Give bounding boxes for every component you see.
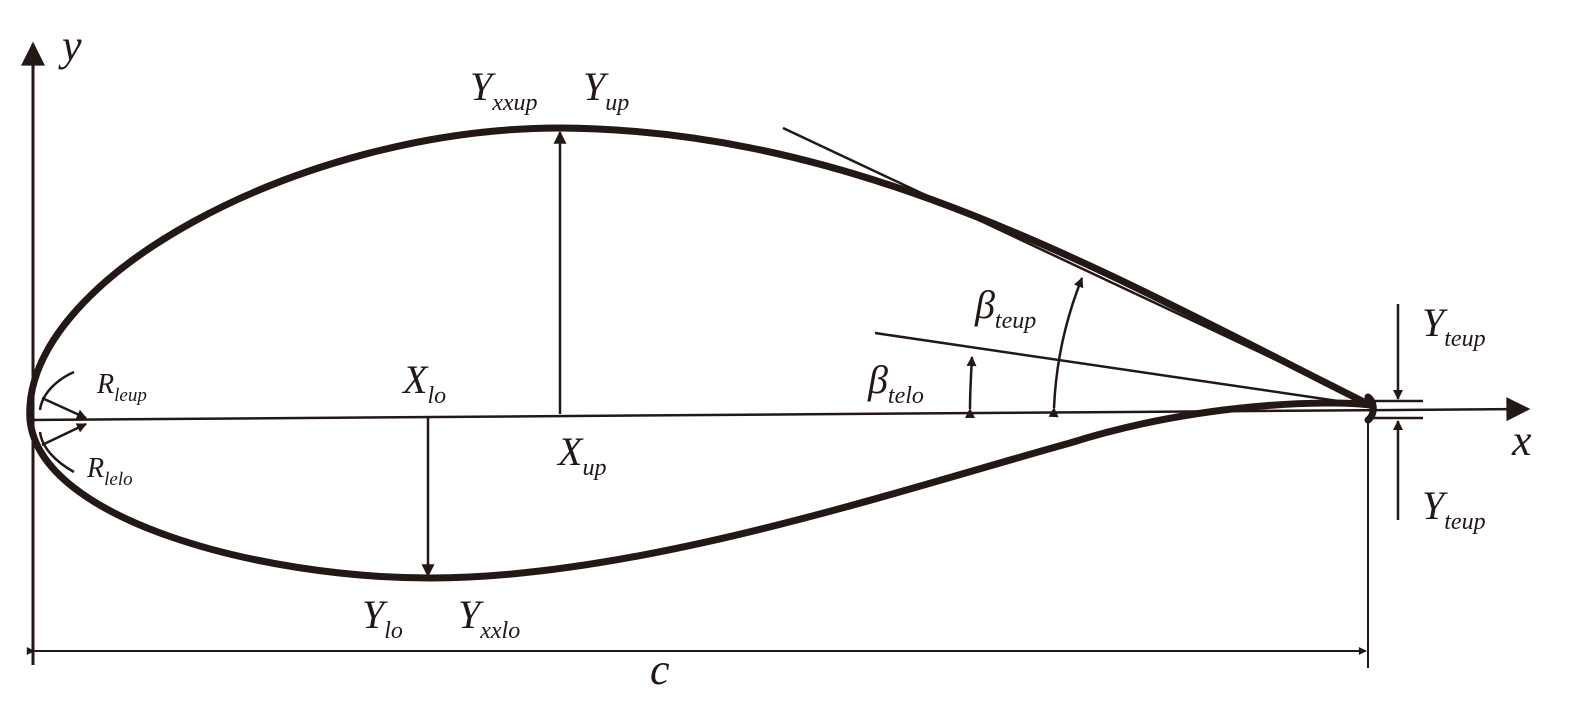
beta-teup-arc [1048, 277, 1084, 418]
label-yteup-top: Yteup [1422, 300, 1486, 352]
chord-label: c [650, 645, 670, 694]
leading-edge-radius-lower-arc [38, 431, 75, 474]
label-xlo: Xlo [401, 357, 446, 409]
label-rlelo: Rlelo [86, 453, 133, 490]
label-xup: Xup [556, 429, 606, 481]
label-yup: Yup [583, 64, 629, 116]
leading-edge-radius-upper-arc [38, 370, 75, 411]
label-yxxup: Yxxup [470, 64, 538, 116]
label-beta-telo: βtelo [867, 357, 924, 409]
trailing-edge [1364, 393, 1377, 424]
airfoil-lower-surface [26, 399, 1374, 582]
airfoil-upper-surface [26, 124, 1374, 424]
y-axis-label: y [58, 21, 82, 70]
label-yteup-bottom: Yteup [1422, 483, 1486, 535]
label-rleup: Rleup [96, 369, 147, 406]
label-ylo: Ylo [362, 592, 403, 644]
beta-telo-arc [964, 356, 977, 419]
label-yxxlo: Yxxlo [458, 592, 520, 644]
leading-edge-radius-upper-arrow [41, 396, 87, 420]
lower-tangent-line [874, 331, 1373, 408]
leading-edge-radius-lower-arrow [41, 422, 87, 447]
x-axis [27, 397, 1531, 422]
x-axis-label: x [1511, 416, 1532, 465]
upper-tangent-line [782, 126, 1373, 407]
label-beta-teup: βteup [974, 282, 1036, 334]
